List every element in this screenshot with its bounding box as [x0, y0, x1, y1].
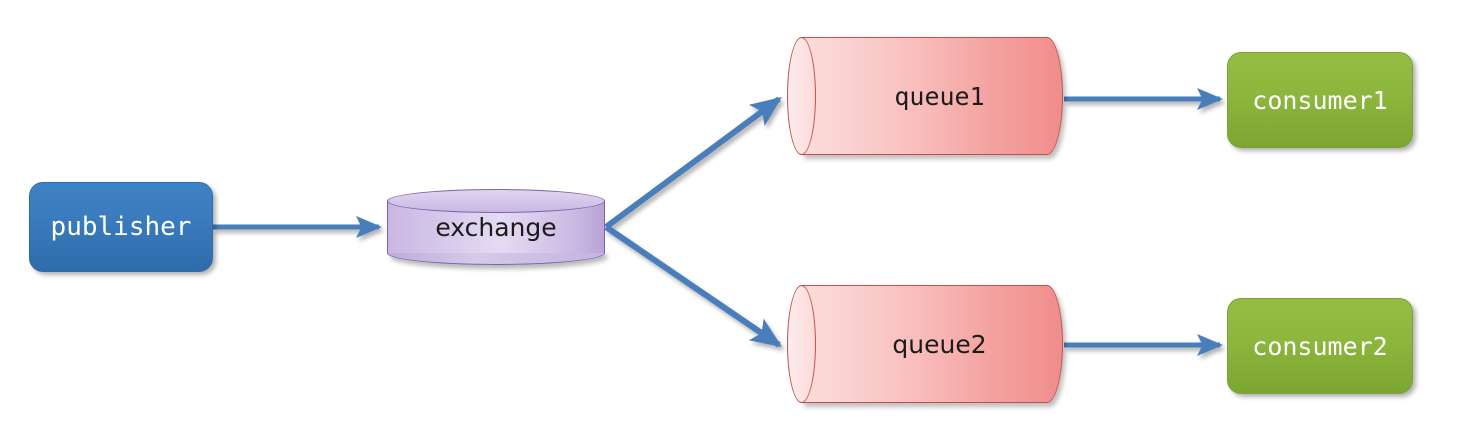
- node-publisher[interactable]: publisher: [29, 182, 213, 272]
- node-publisher-label: publisher: [50, 212, 192, 242]
- node-queue2[interactable]: queue2: [787, 285, 1063, 403]
- edge-exchange-to-queue2: [604, 224, 782, 348]
- node-consumer2-label: consumer2: [1252, 331, 1388, 361]
- node-consumer2[interactable]: consumer2: [1227, 298, 1413, 394]
- node-consumer1[interactable]: consumer1: [1227, 52, 1413, 148]
- queue1-cylinder-cap: [787, 37, 816, 155]
- node-queue1[interactable]: queue1: [787, 37, 1063, 155]
- queue1-cylinder-body: [801, 37, 1063, 155]
- queue2-cylinder-body: [801, 285, 1063, 403]
- node-exchange-label: exchange: [435, 212, 557, 242]
- queue2-cylinder-cap: [787, 285, 816, 403]
- node-exchange[interactable]: exchange: [387, 189, 605, 265]
- node-consumer1-label: consumer1: [1252, 85, 1388, 115]
- node-queue1-label: queue1: [894, 81, 985, 111]
- exchange-cylinder-top: [387, 189, 605, 213]
- edge-exchange-to-queue1: [604, 96, 782, 230]
- node-queue2-label: queue2: [892, 329, 987, 359]
